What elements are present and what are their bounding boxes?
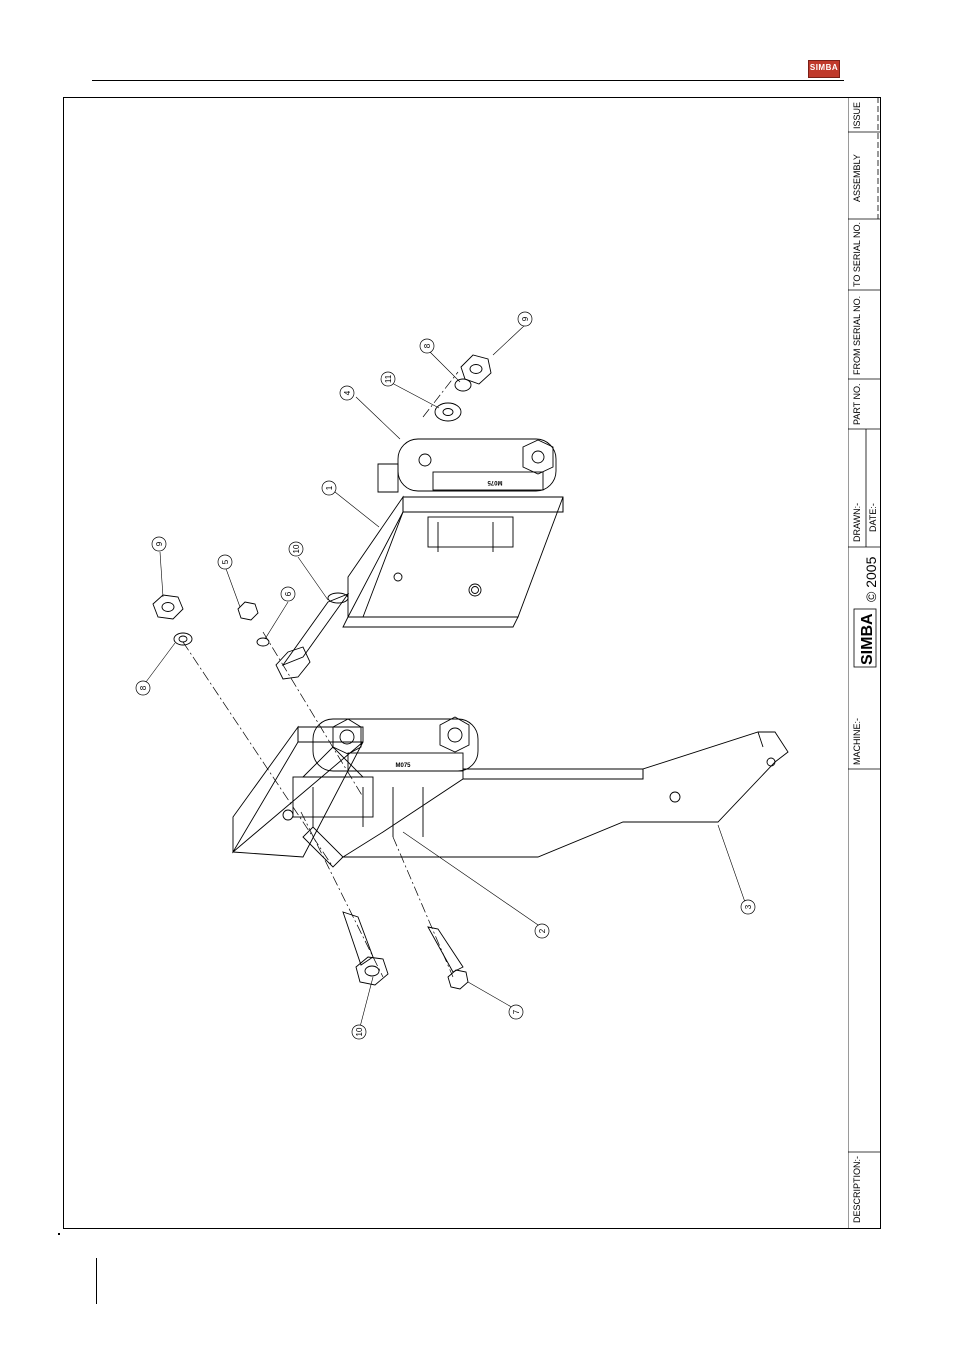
- nut-9-upper: [461, 355, 491, 384]
- svg-text:6: 6: [284, 591, 293, 596]
- callout-2: 2: [535, 924, 549, 938]
- lower-bracket: [233, 727, 423, 867]
- date-label: DATE:-: [868, 503, 878, 532]
- assembly-lines: [183, 372, 458, 977]
- svg-text:4: 4: [343, 390, 352, 395]
- callout-4: 4: [340, 386, 354, 400]
- washer-11: [435, 403, 461, 421]
- drawn-label: DRAWN:-: [852, 503, 862, 542]
- callout-1: 1: [322, 481, 336, 495]
- simba-logo-text: SIMBA: [809, 63, 839, 72]
- svg-text:9: 9: [155, 541, 164, 546]
- plate-label-upper: M075: [487, 479, 503, 485]
- header-rule: [92, 80, 844, 81]
- washer-6: [257, 638, 269, 646]
- svg-text:11: 11: [384, 374, 393, 383]
- simba-logo: SIMBA: [808, 60, 840, 78]
- description-label: DESCRIPTION:-: [852, 1156, 862, 1223]
- callout-10-lower: 10: [352, 1025, 366, 1039]
- callout-8-left: 8: [136, 681, 150, 695]
- nut-9-left: [153, 595, 183, 619]
- part-no-label: PART NO.: [852, 383, 862, 425]
- svg-text:8: 8: [423, 343, 432, 348]
- callout-11: 11: [381, 372, 395, 386]
- footer-rule: [96, 1258, 97, 1304]
- copyright-text: © 2005: [863, 556, 879, 602]
- svg-text:10: 10: [355, 1027, 364, 1036]
- svg-text:SIMBA: SIMBA: [859, 613, 876, 665]
- callout-9-upper: 9: [518, 312, 532, 326]
- svg-text:9: 9: [521, 316, 530, 321]
- nut-5: [238, 602, 258, 620]
- assembly-label: ASSEMBLY: [852, 154, 862, 202]
- title-block: ISSUE ASSEMBLY TO SERIAL NO. FROM SERIAL…: [848, 97, 881, 1229]
- to-serial-label: TO SERIAL NO.: [852, 222, 862, 287]
- svg-text:2: 2: [538, 928, 547, 933]
- washer-8-left: [174, 633, 192, 645]
- upper-plate-4: [378, 439, 556, 492]
- assembly-drawing: M075 M075 9 8 11 4 1 9 5 10 6 8 2 3 7: [63, 97, 848, 1229]
- long-arm-3: [343, 732, 788, 857]
- callout-8-upper: 8: [420, 339, 434, 353]
- svg-text:1: 1: [325, 485, 334, 490]
- issue-label: ISSUE: [852, 102, 862, 129]
- washer-8-upper: [455, 379, 471, 391]
- callout-9-left: 9: [152, 537, 166, 551]
- svg-text:3: 3: [744, 904, 753, 909]
- bolt-7: [428, 927, 468, 989]
- simba-title-logo: SIMBA: [854, 609, 876, 667]
- callout-3: 3: [741, 900, 755, 914]
- callout-10-upper: 10: [289, 542, 303, 556]
- bolt-10-upper: [276, 593, 348, 679]
- leader-lines: [143, 325, 746, 1027]
- svg-text:8: 8: [139, 685, 148, 690]
- callout-7: 7: [509, 1005, 523, 1019]
- margin-dot: [58, 1233, 60, 1235]
- callout-6: 6: [281, 587, 295, 601]
- plate-label-lower: M075: [395, 763, 411, 769]
- svg-text:7: 7: [512, 1009, 521, 1014]
- machine-label: MACHINE:-: [852, 718, 862, 765]
- callout-5: 5: [218, 555, 232, 569]
- upper-bracket-plate: [343, 497, 563, 627]
- svg-text:5: 5: [221, 559, 230, 564]
- from-serial-label: FROM SERIAL NO.: [852, 296, 862, 375]
- svg-text:10: 10: [292, 544, 301, 553]
